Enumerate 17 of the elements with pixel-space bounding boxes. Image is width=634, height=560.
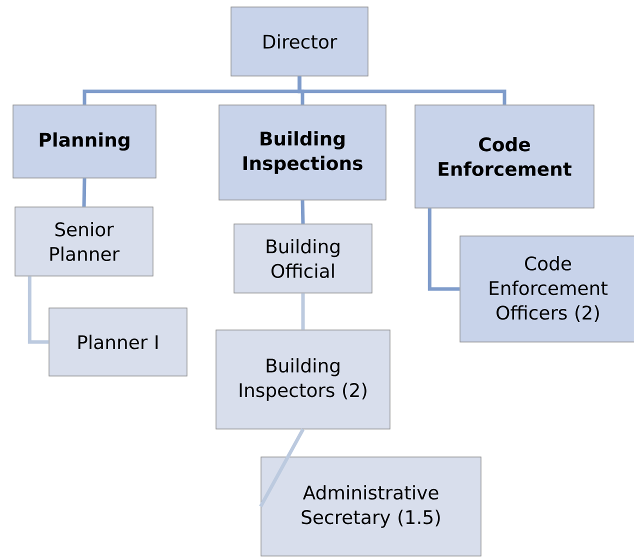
department-box: Planning: [12, 104, 156, 178]
connector-line: [428, 208, 460, 291]
department-box: Code Enforcement: [414, 104, 594, 208]
position-box: Building Inspectors (2): [216, 330, 390, 430]
connector-line: [301, 293, 305, 330]
connector-line: [82, 178, 86, 207]
position-box: Director: [230, 6, 368, 76]
position-box: Building Official: [234, 224, 372, 294]
connector-line: [300, 200, 305, 224]
position-box: Senior Planner: [14, 206, 154, 276]
connector-line: [28, 276, 49, 344]
connector-line: [298, 76, 506, 105]
connector-line: [259, 428, 305, 508]
department-box: Building Inspections: [218, 104, 386, 200]
position-box: Administrative Secretary (1.5): [260, 456, 482, 556]
position-box: Planner I: [48, 308, 188, 376]
position-box: Code Enforcement Officers (2): [460, 236, 634, 342]
